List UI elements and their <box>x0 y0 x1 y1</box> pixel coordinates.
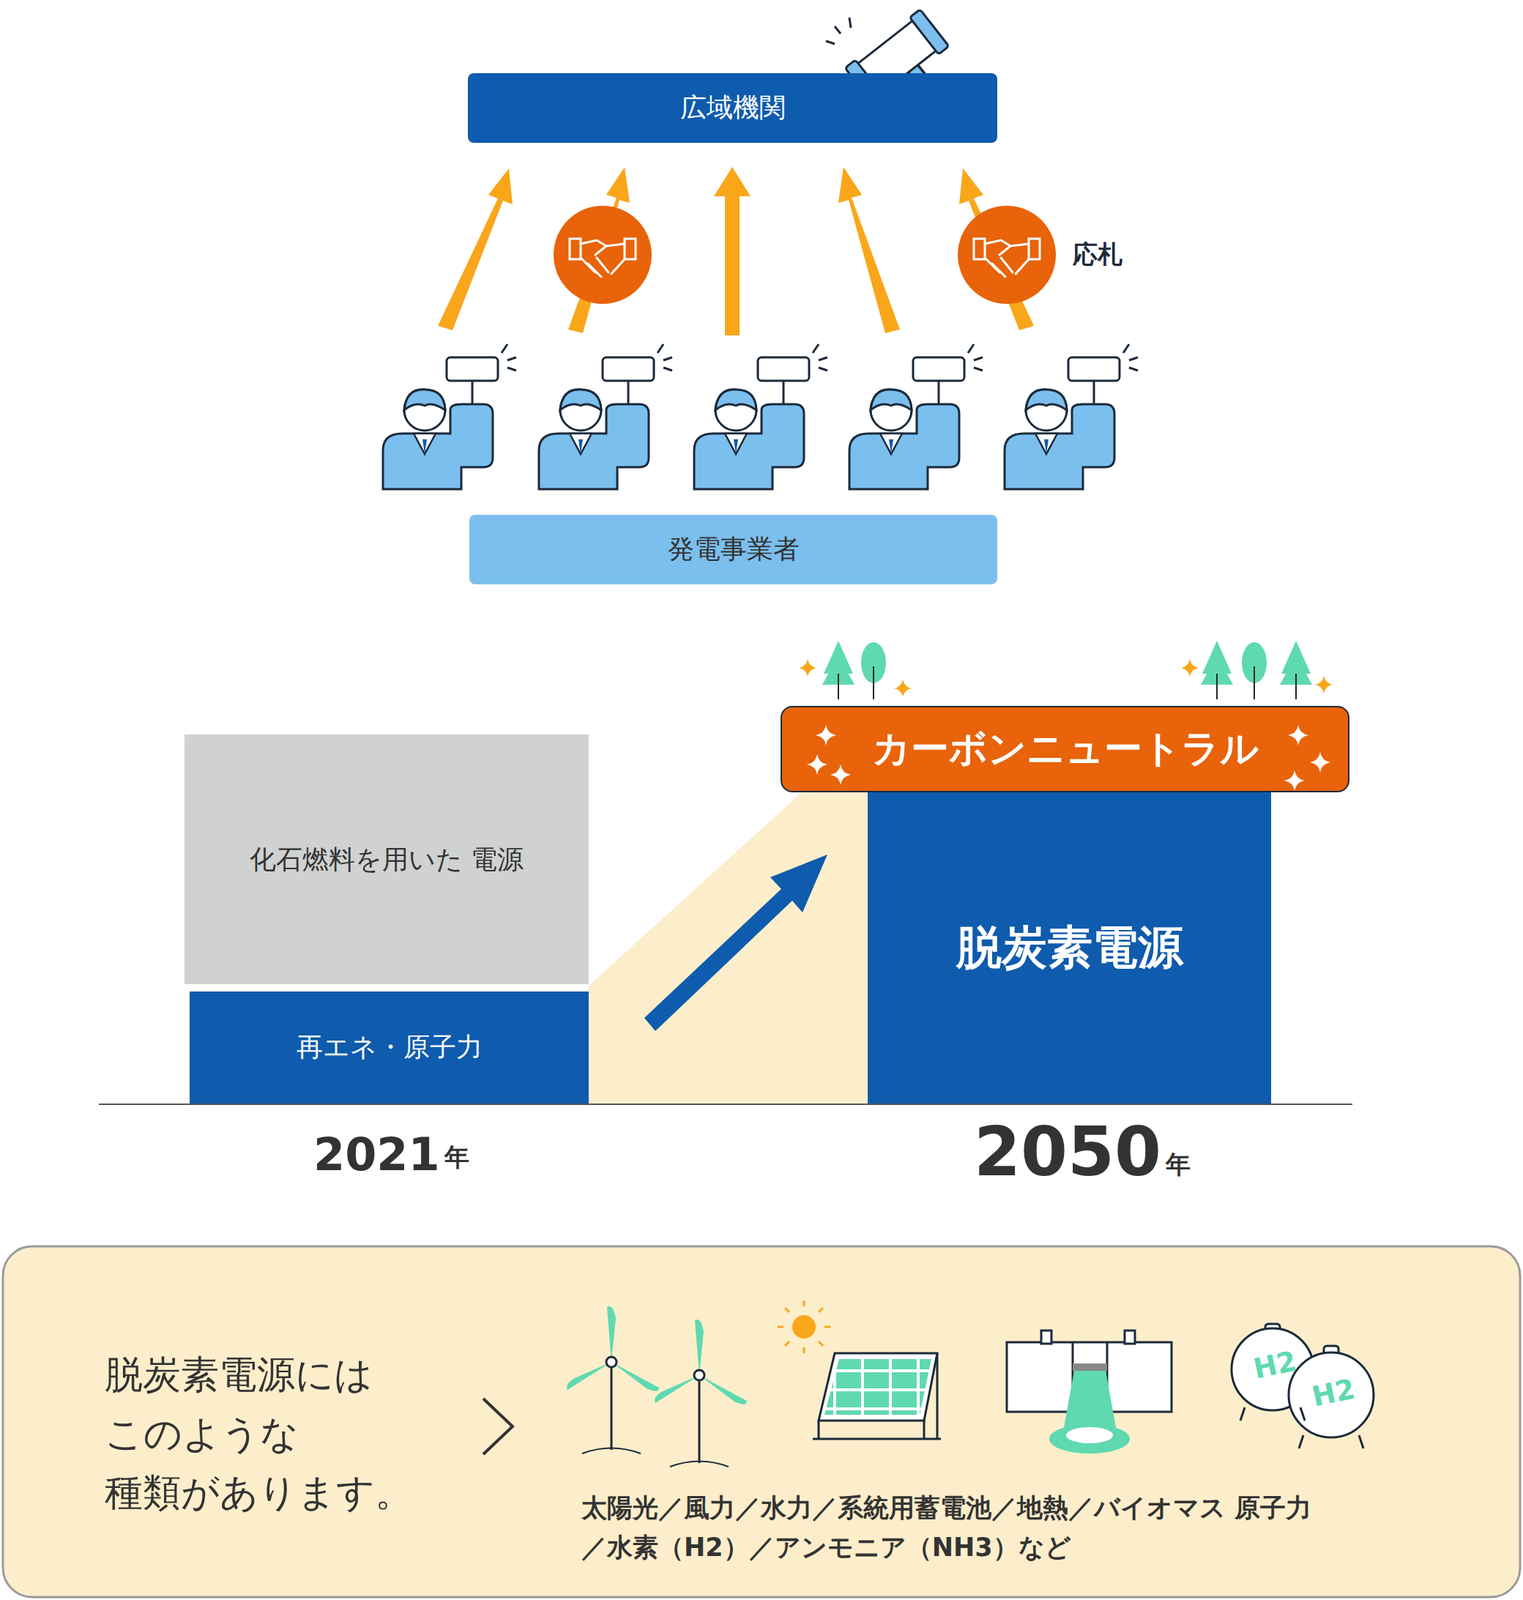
decarbon-bar: 脱炭素電源 <box>867 792 1272 1104</box>
node-text: 発電事業者 <box>656 532 812 567</box>
year-unit: 年 <box>1165 1148 1191 1182</box>
type-list: 太陽光／風力／水力／系統用蓄電池／地熱／バイオマス 原子力／水素（H2）／アンモ… <box>581 1487 1314 1568</box>
year-unit: 年 <box>444 1140 470 1175</box>
carbon-neutral-callout: カーボンニュートラル <box>780 705 1350 793</box>
generator-box: 発電事業者 <box>469 514 998 585</box>
year-number: 2050 <box>973 1112 1162 1192</box>
node-text: カーボンニュートラル <box>860 724 1271 774</box>
bid-label: 応札 <box>1072 237 1123 272</box>
renewable-bar: 再エネ・原子力 <box>189 991 589 1104</box>
node-text: 化石燃料を用いた 電源 <box>221 836 553 883</box>
fossil-bar: 化石燃料を用いた 電源 <box>184 734 589 985</box>
panel-intro: 脱炭素電源には このような 種類があります。 <box>104 1345 442 1523</box>
node-text: 脱炭素電源 <box>944 918 1195 978</box>
authority-box: 広域機関 <box>467 73 998 143</box>
node-text: 再エネ・原子力 <box>284 1030 495 1065</box>
types-panel: 脱炭素電源には このような 種類があります。太陽光／風力／水力／系統用蓄電池／地… <box>2 1246 1521 1597</box>
year-number: 2021 <box>313 1127 441 1182</box>
node-text: 広域機関 <box>668 90 798 126</box>
